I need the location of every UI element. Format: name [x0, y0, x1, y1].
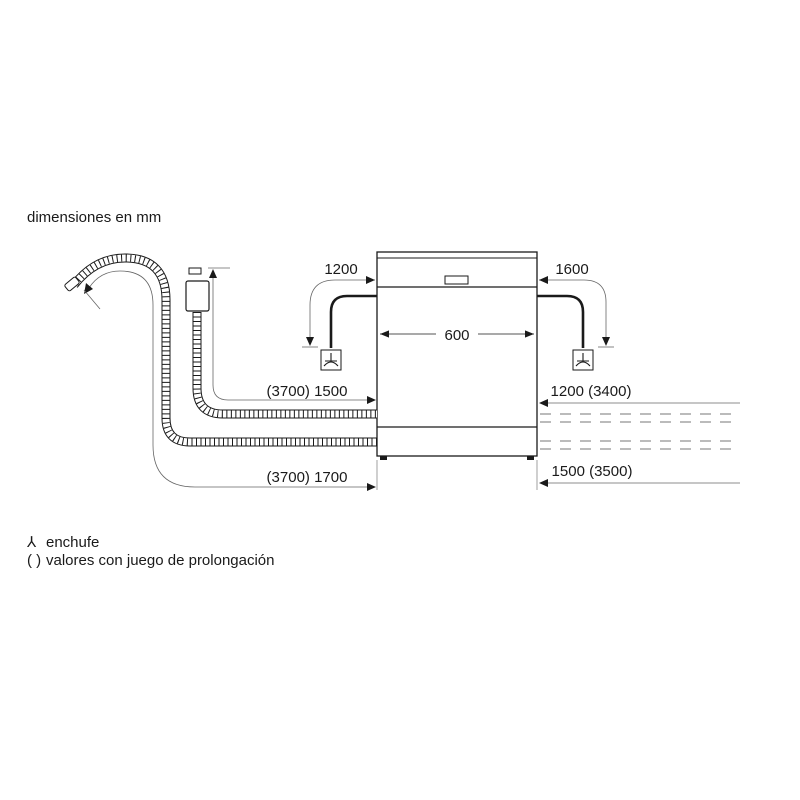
drain-hose-end	[64, 276, 80, 292]
drain-hose: (3700) 1700	[64, 253, 377, 491]
legend-socket-label: enchufe	[46, 534, 99, 551]
legend-parentheses-symbol: ( )	[27, 552, 41, 569]
inlet-hose: (3700) 1500	[185, 267, 377, 419]
display-panel	[444, 275, 469, 285]
width-label: 600	[444, 327, 469, 344]
legend-parentheses-label: valores con juego de prolongación	[46, 552, 275, 569]
left-drain-length: (3700) 1700	[267, 469, 348, 486]
right-drain-length: 1500 (3500)	[552, 463, 633, 480]
left-inlet-length: (3700) 1500	[267, 383, 348, 400]
legend-socket-symbol: ⅄	[26, 534, 37, 551]
diagram-title: dimensiones en mm	[27, 209, 161, 226]
legend: ⅄ enchufe ( ) valores con juego de prolo…	[26, 534, 275, 569]
width-dimension: 600	[380, 327, 534, 344]
left-foot	[380, 456, 387, 460]
right-inlet-length: 1200 (3400)	[551, 383, 632, 400]
left-cable-length: 1200	[324, 261, 357, 278]
right-foot	[527, 456, 534, 460]
dishwasher	[376, 251, 538, 460]
aquastop-valve	[185, 280, 210, 312]
left-power-cable: 1200	[302, 261, 377, 371]
right-hoses: 1200 (3400) 1500 (3500)	[539, 383, 740, 487]
right-power-cable: 1600	[537, 261, 614, 371]
right-cable-length: 1600	[555, 261, 588, 278]
